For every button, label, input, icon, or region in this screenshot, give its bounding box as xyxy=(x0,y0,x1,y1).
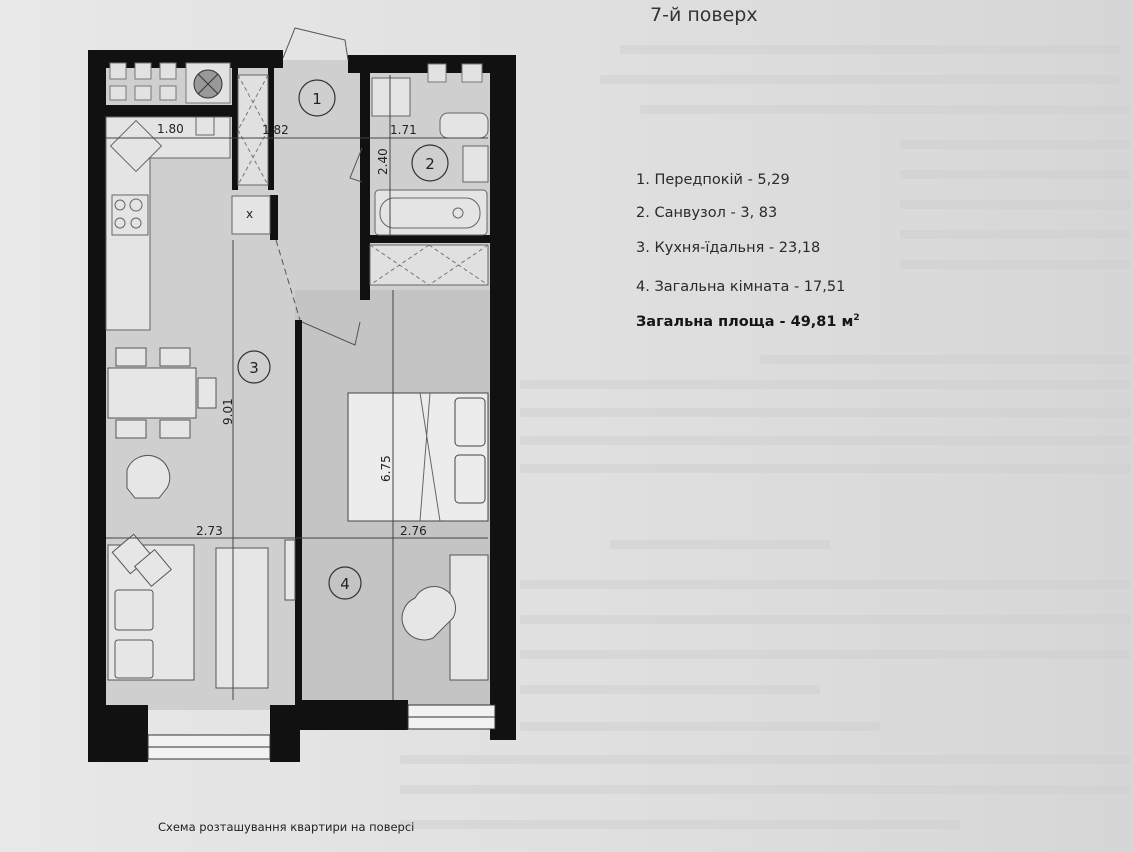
room-number-4: 4 xyxy=(340,575,350,593)
doors xyxy=(275,27,363,346)
dimension-kitchen-width-bottom: 2.73 xyxy=(196,524,223,538)
bed xyxy=(347,392,489,522)
legend-item-bathroom: 2. Санвузол - 3, 83 xyxy=(636,205,778,221)
plan-caption: Схема розташування квартири на поверсі xyxy=(158,820,415,834)
floor-title: 7-й поверх xyxy=(650,4,758,26)
fan-icon xyxy=(193,69,223,99)
kitchen-counter xyxy=(105,116,271,331)
room-number-markers xyxy=(237,79,449,600)
sofa xyxy=(107,533,296,689)
desk xyxy=(401,554,489,681)
room-number-3: 3 xyxy=(249,359,259,377)
total-area-label: Загальна площа - 49,81 м xyxy=(636,313,854,330)
dimension-hall-width: 1.82 xyxy=(262,123,289,137)
dimension-room-width: 2.76 xyxy=(400,524,427,538)
dimension-lines xyxy=(106,75,488,700)
legend-item-hall: 1. Передпокій - 5,29 xyxy=(636,172,790,188)
dimension-bath-width: 1.71 xyxy=(390,123,417,137)
legend-total-area: Загальна площа - 49,81 м2 xyxy=(636,313,860,330)
total-area-unit-superscript: 2 xyxy=(853,313,860,323)
dimension-room-length: 6.75 xyxy=(379,455,393,482)
dimension-kitchen-width-top: 1.80 xyxy=(157,122,184,136)
legend-item-kitchen: 3. Кухня-їдальня - 23,18 xyxy=(636,240,821,256)
windows xyxy=(147,704,496,760)
legend-item-room: 4. Загальна кімната - 17,51 xyxy=(636,279,846,295)
dimension-bath-length: 2.40 xyxy=(376,148,390,175)
cabinet-mark: x xyxy=(246,207,253,221)
dimension-kitchen-length: 9.01 xyxy=(221,398,235,425)
dining-table xyxy=(107,347,217,499)
room-number-1: 1 xyxy=(312,90,322,108)
bathroom-fixtures xyxy=(371,77,489,236)
room-number-2: 2 xyxy=(425,155,435,173)
wardrobe xyxy=(237,74,489,286)
walls xyxy=(88,50,516,762)
